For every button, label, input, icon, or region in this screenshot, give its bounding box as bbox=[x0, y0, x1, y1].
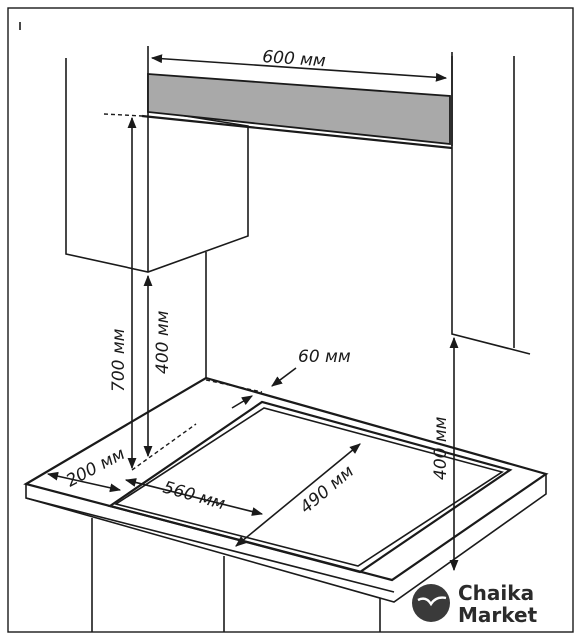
cutout-width-label: 560 мм bbox=[161, 478, 228, 515]
hood-width-label: 600 мм bbox=[262, 47, 327, 71]
hob-cutout bbox=[107, 400, 513, 574]
image-frame bbox=[7, 7, 574, 633]
hob-to-hood-label: 700 мм bbox=[109, 328, 129, 392]
left-upper-cabinet bbox=[65, 58, 249, 273]
right-upper-cabinet bbox=[451, 52, 531, 355]
brand-logo: Chaika Market bbox=[412, 581, 538, 627]
countertop-front bbox=[25, 474, 547, 603]
cutout-depth-arrow bbox=[235, 443, 361, 547]
back-gap-ref bbox=[205, 379, 263, 393]
countertop-front-edge bbox=[25, 497, 395, 593]
hood-width-arrow bbox=[150, 54, 448, 82]
hood-bottom-edge bbox=[141, 114, 453, 150]
seagull-wing bbox=[417, 596, 447, 607]
back-gap-arrow bbox=[271, 367, 297, 387]
hob-to-cabinet-label: 400 мм bbox=[153, 310, 173, 374]
side-gap-arrow bbox=[46, 471, 122, 493]
side-gap-ref bbox=[131, 423, 197, 471]
back-gap-arrow-2 bbox=[231, 395, 253, 409]
brand-line2: Market bbox=[458, 603, 538, 627]
hood-height-ref bbox=[103, 113, 143, 117]
right-cabinet-label: 400 мм bbox=[431, 416, 451, 480]
cooker-hood bbox=[147, 73, 451, 146]
brand-line1: Chaika bbox=[458, 581, 534, 605]
back-gap-label: 60 мм bbox=[298, 347, 351, 367]
